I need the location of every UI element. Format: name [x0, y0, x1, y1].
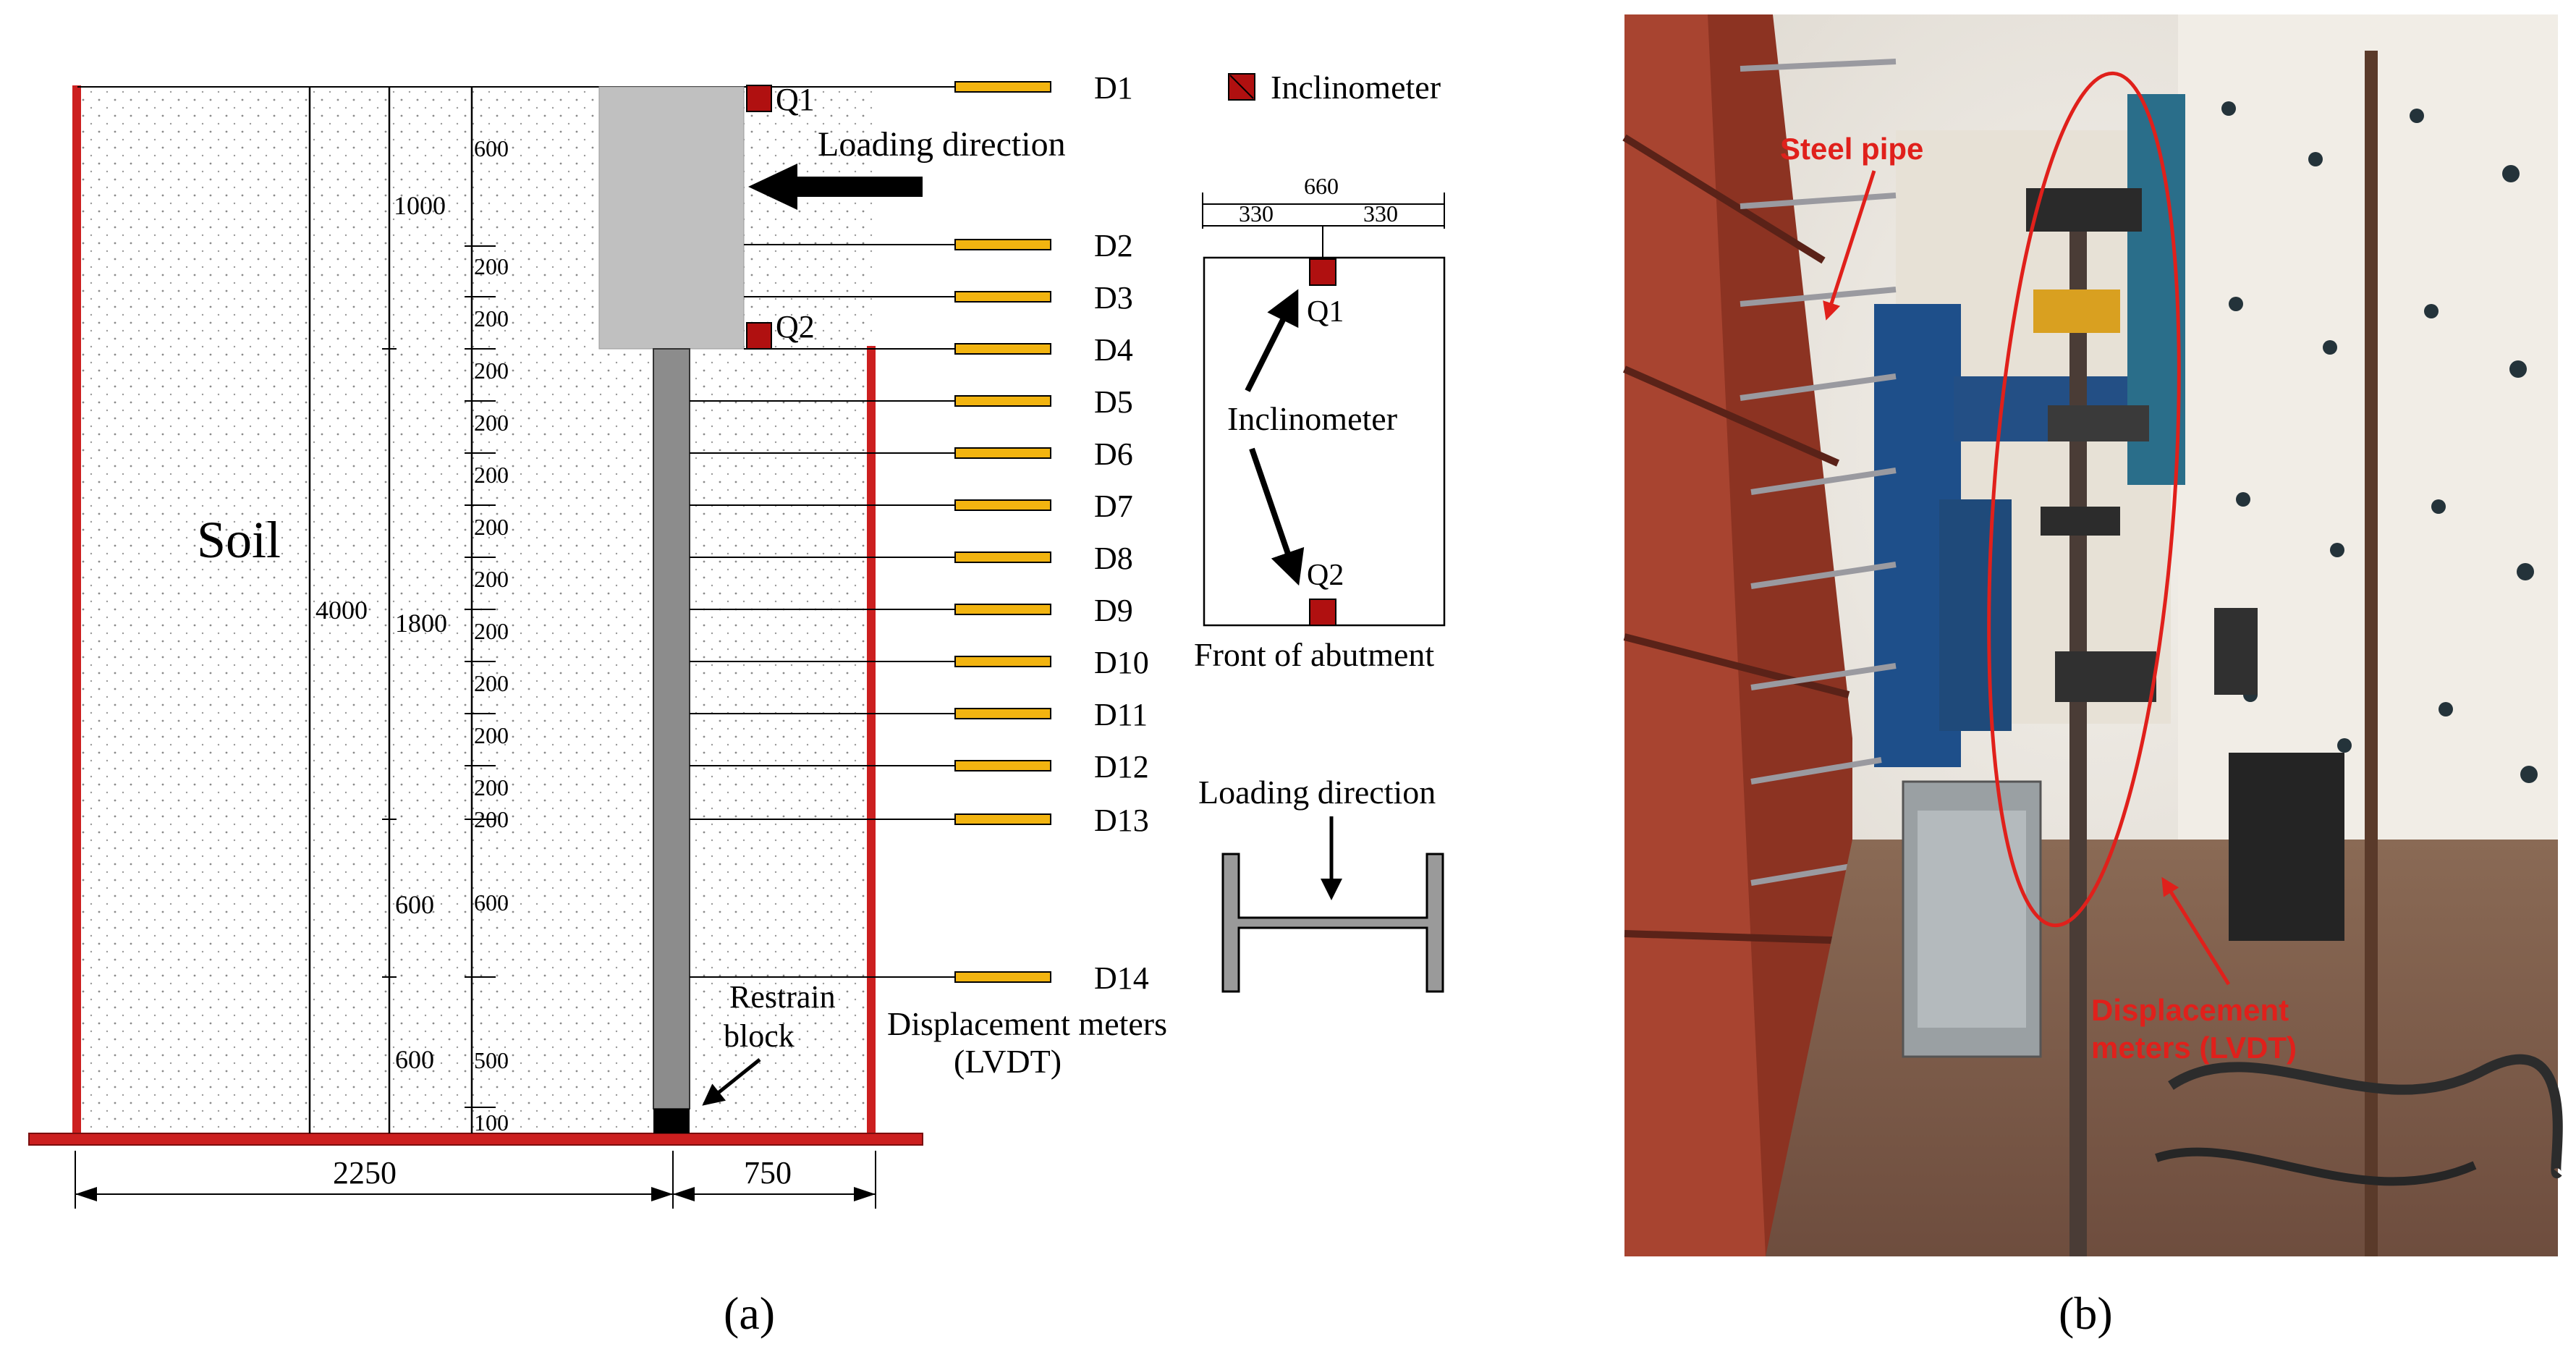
front-inclinometer-label: Inclinometer: [1227, 400, 1397, 437]
dim-height-lower1: 600: [395, 890, 434, 919]
lvdt-d6: [954, 447, 1051, 459]
width-total-label: 660: [1304, 173, 1339, 199]
dim-spacing: 500: [474, 1047, 509, 1073]
dim-spacing: 600: [474, 135, 509, 161]
steel-pipe-label: Steel pipe: [1780, 132, 1923, 166]
dim-spacing: 200: [474, 358, 509, 384]
q1-label: Q1: [776, 82, 815, 117]
pile: [653, 348, 690, 1109]
lvdt-d9: [954, 604, 1051, 615]
dim-spacing: 200: [474, 806, 509, 832]
lvdt-label: D1: [1094, 70, 1133, 106]
lvdt-d13: [954, 813, 1051, 825]
lvdt-d11: [954, 708, 1051, 719]
dim-width-soil: 2250: [333, 1155, 397, 1191]
caption-a: (a): [724, 1288, 775, 1339]
abutment-block: [598, 86, 745, 350]
restrain-block: [653, 1109, 690, 1133]
lvdt-description-2: (LVDT): [954, 1043, 1062, 1080]
lvdt-d10: [954, 656, 1051, 667]
right-frame: [867, 346, 876, 1138]
left-frame: [72, 85, 81, 1138]
dim-spacing: 100: [474, 1109, 509, 1136]
restrain-label-2: block: [724, 1018, 795, 1054]
lvdt-d14: [954, 971, 1051, 983]
lvdt-label: D2: [1094, 228, 1133, 263]
q2-label: Q2: [776, 309, 815, 344]
lvdt-d8: [954, 551, 1051, 563]
dim-spacing: 600: [474, 889, 509, 916]
h-section-shape: [1221, 853, 1444, 993]
lvdt-label: D13: [1094, 803, 1149, 838]
dim-spacing: 200: [474, 410, 509, 436]
lvdt-label: D10: [1094, 645, 1149, 680]
lvdt-highlight-ellipse: [1987, 71, 2181, 928]
lvdt-d1: [954, 81, 1051, 93]
lvdt-label: D3: [1094, 280, 1133, 316]
dim-height-total: 4000: [315, 596, 368, 625]
legend-inclinometer-label: Inclinometer: [1271, 69, 1441, 106]
front-q1-sensor: [1309, 258, 1336, 286]
soil-label: Soil: [197, 511, 281, 569]
section-loading-label: Loading direction: [1198, 774, 1436, 811]
lvdt-label: D9: [1094, 593, 1133, 628]
lvdt-d12: [954, 760, 1051, 771]
panel-a-diagram: D1 D2 D3 D4 D5 D6 D7 D8 D9 D10 D11 D12 D…: [28, 69, 1446, 1339]
front-q1-label: Q1: [1307, 295, 1344, 329]
loading-arrow: [748, 164, 923, 210]
front-view: 660 330 330 Q1 Q2 Inclinometer Front of …: [1194, 173, 1446, 673]
dim-spacing: 200: [474, 722, 509, 748]
dim-spacing: 200: [474, 566, 509, 592]
lvdt-label: D7: [1094, 489, 1133, 524]
restrain-label-1: Restrain: [729, 979, 836, 1015]
lvdt-label: D12: [1094, 749, 1149, 785]
front-q2-sensor: [1309, 599, 1336, 626]
lvdt-label: D6: [1094, 436, 1133, 472]
lvdt-d7: [954, 499, 1051, 511]
lvdt-label: D5: [1094, 384, 1133, 420]
inclinometer-q1: [746, 85, 772, 112]
front-caption: Front of abutment: [1194, 636, 1434, 673]
inclinometer-q2: [746, 322, 772, 350]
loading-direction-label: Loading direction: [818, 125, 1066, 164]
dim-spacing: 200: [474, 514, 509, 540]
front-q2-label: Q2: [1307, 559, 1344, 592]
width-half-left-label: 330: [1239, 200, 1274, 227]
dim-height-lower2: 600: [395, 1045, 434, 1074]
lvdt-description-1: Displacement meters: [887, 1005, 1167, 1042]
dim-spacing: 200: [474, 305, 509, 331]
width-half-right-label: 330: [1363, 200, 1398, 227]
photo-lvdt-label-2: meters (LVDT): [2091, 1031, 2297, 1065]
lvdt-d4: [954, 343, 1051, 355]
dim-spacing: 200: [474, 618, 509, 644]
dim-spacing: 200: [474, 253, 509, 279]
base-plate: [28, 1133, 923, 1146]
lvdt-label: D14: [1094, 960, 1149, 996]
section-view: Loading direction: [1198, 774, 1444, 993]
lvdt-label: D4: [1094, 332, 1133, 368]
lvdt-label: D8: [1094, 541, 1133, 576]
caption-b: (b): [2059, 1288, 2113, 1339]
lvdt-d5: [954, 395, 1051, 407]
lvdt-label: D11: [1094, 697, 1148, 732]
dim-height-mid: 1800: [395, 609, 447, 638]
dim-height-upper: 1000: [394, 191, 446, 220]
dim-spacing: 200: [474, 774, 509, 800]
dim-spacing: 200: [474, 670, 509, 696]
dim-spacing: 200: [474, 462, 509, 488]
dim-width-right: 750: [744, 1155, 792, 1191]
lvdt-d2: [954, 239, 1051, 250]
panel-b-photo: Steel pipe Displacement meters (LVDT) (b…: [1622, 14, 2563, 1339]
lvdt-d3: [954, 291, 1051, 303]
photo-lvdt-label-1: Displacement: [2091, 993, 2289, 1027]
